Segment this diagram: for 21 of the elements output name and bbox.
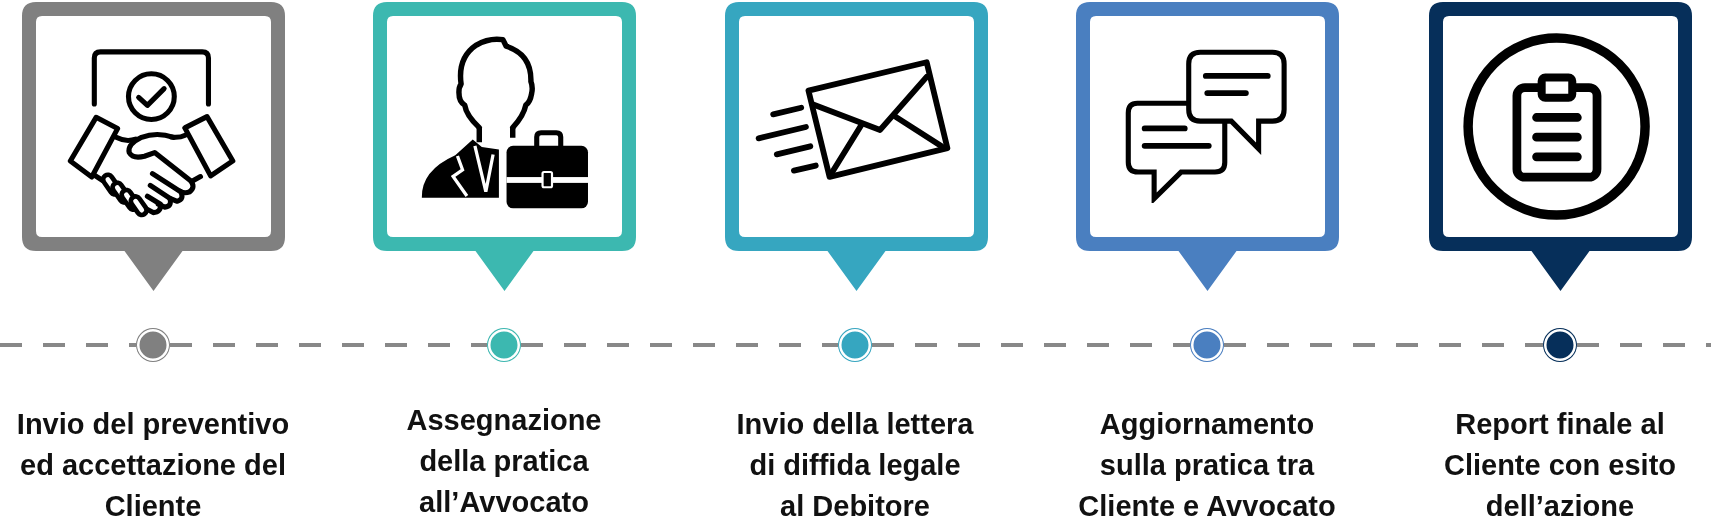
timeline-dot xyxy=(487,328,521,362)
dashed-line xyxy=(1577,343,1711,347)
step-caption: Invio del preventivo ed accettazione del Cliente xyxy=(15,407,291,524)
step-caption: Invio della lettera di diffida legale al Debitore xyxy=(735,407,975,524)
dashed-line xyxy=(872,343,1190,347)
dashed-line xyxy=(521,343,838,347)
timeline-dot xyxy=(1543,328,1577,362)
timeline-dot xyxy=(838,328,872,362)
step-caption: Assegnazione della pratica all’Avvocato xyxy=(405,403,603,520)
callout-frame xyxy=(373,2,636,291)
step-caption: Report finale al Cliente con esito dell’azione xyxy=(1442,407,1677,524)
timeline-dot xyxy=(136,328,170,362)
callout-frame xyxy=(1076,2,1339,291)
callout-frame xyxy=(1429,2,1692,291)
timeline-dot xyxy=(1190,328,1224,362)
dashed-line xyxy=(1224,343,1543,347)
dashed-line xyxy=(0,343,136,347)
dashed-line xyxy=(170,343,487,347)
step-caption: Aggiornamento sulla pratica tra Cliente e Avvocato xyxy=(1077,407,1337,524)
callout-frame xyxy=(22,2,285,291)
callout-frame xyxy=(725,2,988,291)
